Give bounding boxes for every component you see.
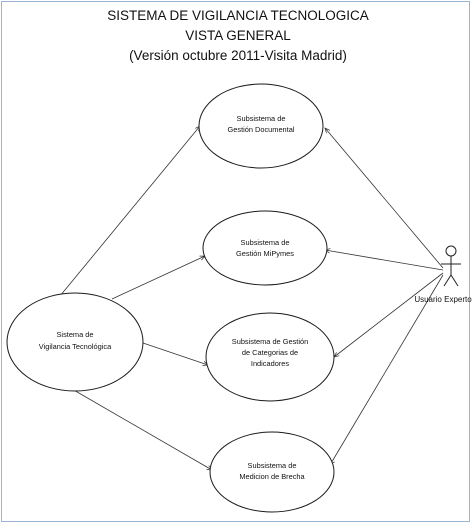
subsystem-label-line-3: Indicadores (251, 359, 290, 368)
subsystem-ellipse (202, 210, 328, 286)
system-ellipse (6, 292, 144, 392)
subsystem-label-line-2: de Categorias de (242, 348, 298, 357)
subsystem-medicion-brecha: Subsistema de Medicion de Brecha (209, 431, 335, 513)
subsystem-categorias-indicadores: Subsistema de Gestión de Categorias de I… (205, 312, 335, 402)
subsystem-label-line-1: Subsistema de (237, 114, 286, 123)
edge-system-to-indicadores (142, 342, 208, 365)
subsystem-label-line-1: Subsistema de (241, 238, 290, 247)
subsystem-gestion-documental: Subsistema de Gestión Documental (198, 83, 324, 169)
actor-head (445, 245, 457, 257)
edge-actor-to-indicadores (334, 272, 444, 357)
edge-actor-to-mipymes (325, 250, 444, 271)
diagram-title-line-3: (Versión octubre 2011-Visita Madrid) (129, 48, 347, 63)
actor-right-leg (450, 274, 459, 287)
actor-left-leg (443, 274, 452, 287)
edge-system-to-documental (59, 126, 200, 297)
subsystem-gestion-mipymes: Subsistema de Gestión MiPymes (202, 210, 328, 286)
diagram-title-line-2: VISTA GENERAL (185, 28, 291, 43)
subsystem-ellipse (198, 83, 324, 169)
subsystem-ellipse (209, 431, 335, 513)
subsystem-label-line-1: Subsistema de Gestión (232, 337, 308, 346)
subsystem-label-line-1: Subsistema de (248, 461, 297, 470)
edge-system-to-brecha (71, 388, 212, 470)
edge-system-to-mipymes (111, 256, 205, 300)
actor-label: Usuario Experto (414, 295, 472, 304)
edge-actor-to-documental (325, 128, 444, 269)
edge-actor-to-brecha (330, 274, 444, 465)
system-label-line-2: Vigilancia Tecnológica (39, 342, 112, 351)
system-use-case: Sistema de Vigilancia Tecnológica (6, 292, 144, 392)
subsystem-ellipse (205, 312, 335, 402)
subsystem-label-line-2: Gestión Documental (228, 125, 295, 134)
subsystem-label-line-2: Gestión MiPymes (236, 249, 294, 258)
diagram-title-line-1: SISTEMA DE VIGILANCIA TECNOLOGICA (107, 8, 369, 23)
subsystem-label-line-2: Medicion de Brecha (239, 472, 305, 481)
actor-usuario-experto: Usuario Experto (414, 245, 472, 304)
system-label-line-1: Sistema de (57, 330, 94, 339)
